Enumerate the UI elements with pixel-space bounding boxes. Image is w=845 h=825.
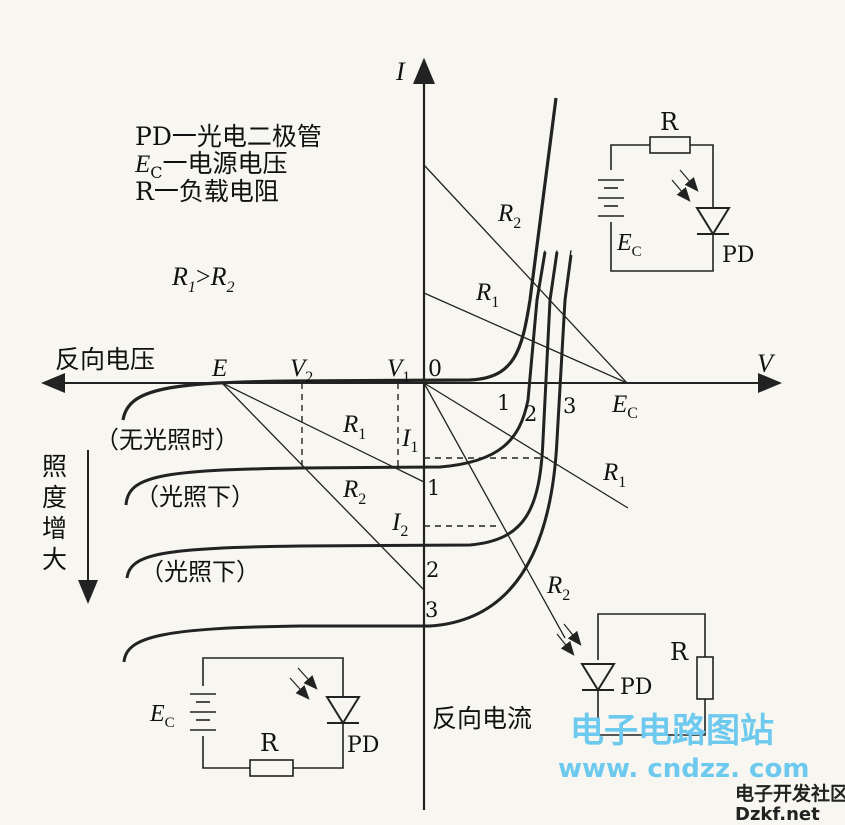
tr-pd-label: PD [722,243,754,268]
load-line-r1-fourth [423,382,629,509]
load-line-r1-upper [423,292,628,384]
illum-char-3: 增 [42,514,67,543]
illum-char-4: 大 [42,545,67,574]
curve1-number: 1 [497,391,510,415]
load-line-r2-upper [423,164,628,384]
point2-number: 2 [426,558,439,582]
br-r-label: R [670,638,689,666]
load-line-r2-third [221,382,425,591]
legend-ec: EC一电源电压 [134,149,288,182]
legend-pd: PD一光电二极管 [135,122,322,151]
i1-label: I1 [401,425,418,456]
current-axis-label: I [395,57,406,86]
circuit-bottom-right [556,613,714,736]
watermark-domain: Dzkf.net [735,804,820,825]
r2-third-label: R2 [342,476,366,508]
bl-r-label: R [260,729,279,757]
circuit-bottom-left [190,657,361,777]
curve3-number: 3 [563,394,576,418]
circuit-top-right [598,136,731,272]
watermark-title: 电子电路图站 [570,711,774,751]
illum-char-1: 照 [42,452,67,481]
light-curve2-caption: （光照下） [140,558,260,586]
dark-curve-caption: （无光照时） [95,426,239,454]
load-line-r1-third [221,382,425,483]
light-curve-3 [122,254,573,663]
bl-ec-label: EC [149,701,175,731]
watermark-community: 电子开发社区 [735,782,845,805]
light-curve-1 [124,251,547,506]
relation-r1-r2: R1>R2 [171,262,234,296]
curve2-number: 2 [524,402,537,426]
reverse-voltage-label: 反向电压 [55,345,155,374]
r1-fourth-label: R1 [602,459,626,491]
br-pd-label: PD [620,675,652,700]
origin-label: 0 [428,357,442,382]
ec-axis-label: EC [611,391,638,422]
i2-label: I2 [391,509,408,540]
r2-upper-label: R2 [497,200,521,232]
r1-third-label: R1 [342,411,366,443]
point3-number: 3 [425,598,438,622]
watermark-url: www. cndzz. com [558,754,809,784]
r2-fourth-label: R2 [546,572,570,604]
bl-pd-label: PD [347,733,379,758]
r1-upper-label: R1 [475,279,499,311]
dark-current-curve [121,97,558,421]
light-curve-2 [125,251,559,579]
load-line-r2-fourth [423,382,566,639]
illum-char-2: 度 [42,483,67,512]
tr-r-label: R [660,108,679,136]
curve2-dashed-extension [549,249,558,301]
curve3-dashed-extension [564,249,572,301]
curve1-dashed-extension [536,249,546,301]
v1-label: V1 [387,355,410,386]
tr-ec-label: EC [616,230,642,260]
legend-r: R一负载电阻 [135,177,279,206]
v2-label: V2 [290,355,313,386]
light-curve1-caption: （光照下） [135,483,255,511]
voltage-axis-label: V [757,349,776,378]
point1-number: 1 [427,476,440,500]
e-point-label: E [211,355,227,382]
reverse-current-label: 反向电流 [432,704,532,733]
